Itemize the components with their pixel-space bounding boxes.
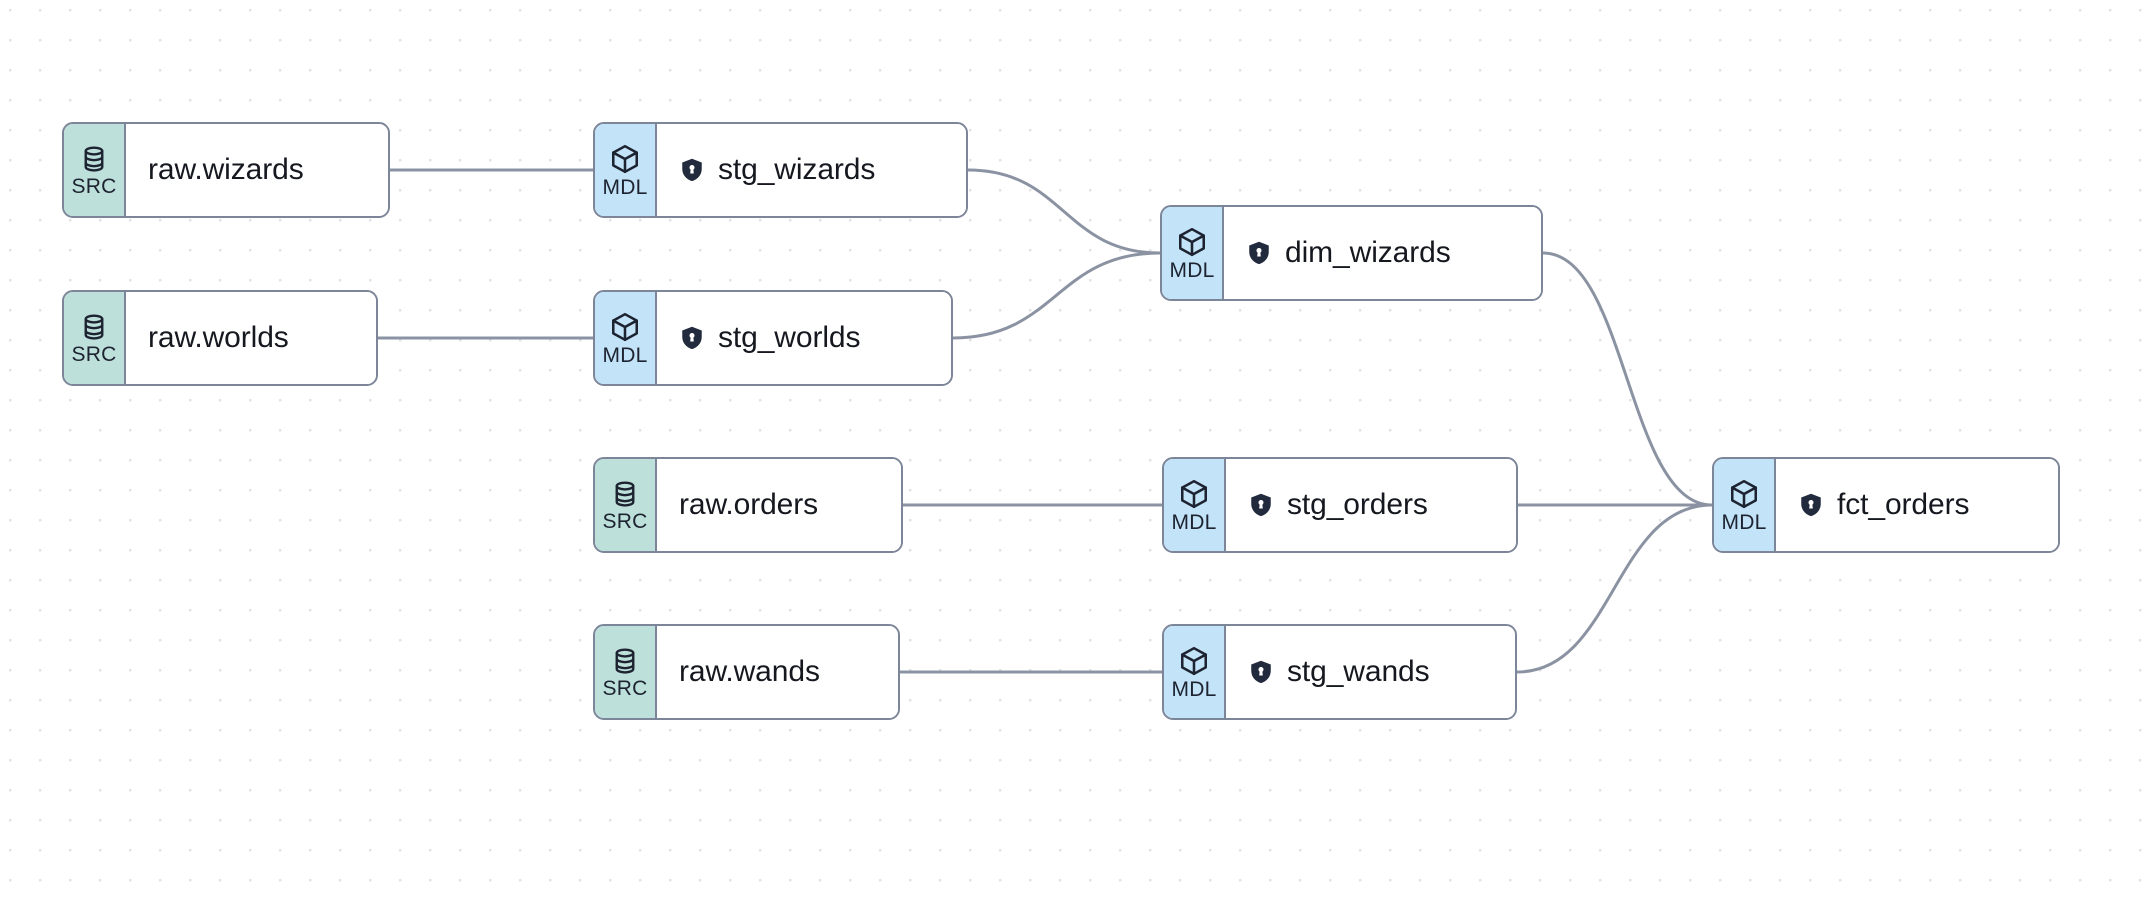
node-type-label: SRC [71,174,117,198]
node-label: stg_wizards [718,153,876,186]
node-label: stg_orders [1287,488,1428,521]
node-type-label: MDL [1171,510,1217,534]
node-type-badge-dim_wizards: MDL [1162,207,1224,299]
node-label: raw.worlds [148,321,289,354]
node-type-badge-raw_worlds: SRC [64,292,126,384]
node-stg_worlds[interactable]: MDL stg_worlds [593,290,953,386]
node-type-label: MDL [1169,258,1215,282]
node-body-raw_orders: raw.orders [657,459,901,551]
database-icon [79,144,109,174]
node-body-raw_wands: raw.wands [657,626,898,718]
node-body-raw_wizards: raw.wizards [126,124,388,216]
node-body-fct_orders: fct_orders [1776,459,2058,551]
node-type-label: SRC [602,676,648,700]
node-stg_wizards[interactable]: MDL stg_wizards [593,122,968,218]
shield-lock-icon [1798,492,1824,518]
node-raw_worlds[interactable]: SRC raw.worlds [62,290,378,386]
node-label: fct_orders [1837,488,1970,521]
node-type-label: MDL [1171,677,1217,701]
node-type-badge-stg_orders: MDL [1164,459,1226,551]
shield-lock-icon [1248,659,1274,685]
edge-stg_wizards-to-dim_wizards[interactable] [966,168,1162,255]
node-type-badge-raw_wands: SRC [595,626,657,718]
cube-icon [609,311,641,343]
node-body-stg_wands: stg_wands [1226,626,1515,718]
cube-icon [1178,645,1210,677]
node-type-label: MDL [602,175,648,199]
cube-icon [1178,478,1210,510]
node-type-label: SRC [602,509,648,533]
node-body-stg_orders: stg_orders [1226,459,1516,551]
node-type-badge-stg_worlds: MDL [595,292,657,384]
cube-icon [609,143,641,175]
node-label: raw.wands [679,655,820,688]
database-icon [79,312,109,342]
cube-icon [1176,226,1208,258]
shield-lock-icon [1246,240,1272,266]
database-icon [610,479,640,509]
edge-stg_worlds-to-dim_wizards[interactable] [951,251,1162,340]
node-label: raw.orders [679,488,819,521]
node-type-badge-fct_orders: MDL [1714,459,1776,551]
shield-lock-icon [679,325,705,351]
node-label: dim_wizards [1285,236,1451,269]
node-type-badge-stg_wizards: MDL [595,124,657,216]
node-body-raw_worlds: raw.worlds [126,292,376,384]
shield-lock-icon [1248,492,1274,518]
node-stg_wands[interactable]: MDL stg_wands [1162,624,1517,720]
node-dim_wizards[interactable]: MDL dim_wizards [1160,205,1543,301]
node-type-label: MDL [602,343,648,367]
node-body-stg_wizards: stg_wizards [657,124,966,216]
edge-stg_wands-to-fct_orders[interactable] [1515,503,1714,674]
node-stg_orders[interactable]: MDL stg_orders [1162,457,1518,553]
node-type-badge-stg_wands: MDL [1164,626,1226,718]
shield-lock-icon [679,157,705,183]
cube-icon [1728,478,1760,510]
node-type-label: SRC [71,342,117,366]
node-raw_wizards[interactable]: SRC raw.wizards [62,122,390,218]
node-label: stg_wands [1287,655,1430,688]
node-type-label: MDL [1721,510,1767,534]
database-icon [610,646,640,676]
node-raw_wands[interactable]: SRC raw.wands [593,624,900,720]
node-body-stg_worlds: stg_worlds [657,292,951,384]
node-raw_orders[interactable]: SRC raw.orders [593,457,903,553]
edge-dim_wizards-to-fct_orders[interactable] [1541,251,1714,507]
node-type-badge-raw_wizards: SRC [64,124,126,216]
node-fct_orders[interactable]: MDL fct_orders [1712,457,2060,553]
node-label: raw.wizards [148,153,304,186]
node-type-badge-raw_orders: SRC [595,459,657,551]
node-body-dim_wizards: dim_wizards [1224,207,1541,299]
node-label: stg_worlds [718,321,861,354]
